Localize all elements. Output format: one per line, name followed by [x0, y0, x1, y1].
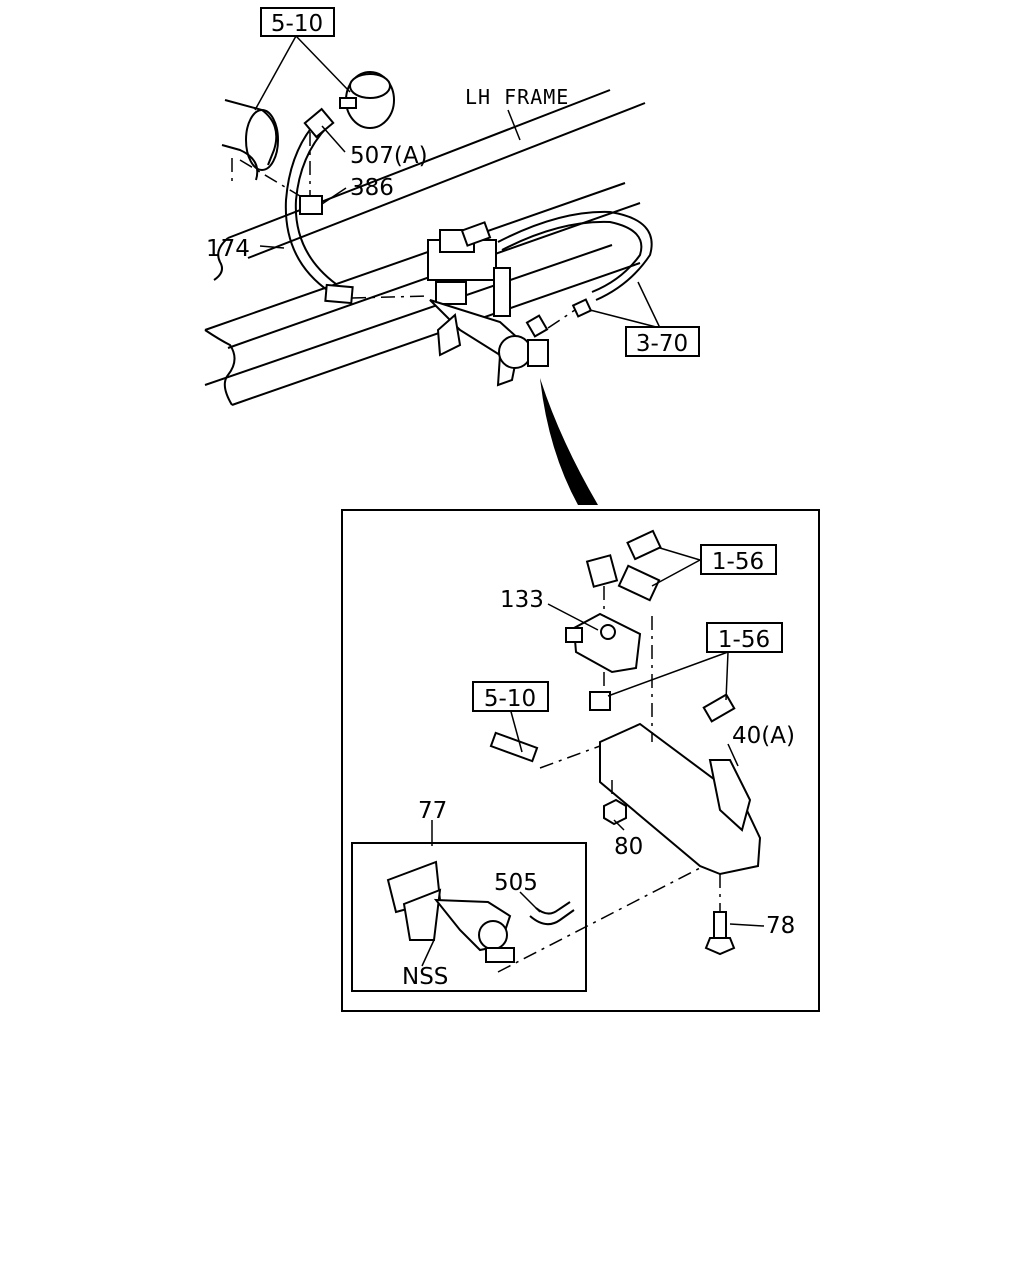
fitting-middle [589, 691, 736, 723]
ref-box-5-10-detail[interactable]: 5-10 [472, 681, 549, 712]
subassembly-77 [351, 842, 701, 992]
brake-chamber-top [339, 71, 395, 129]
upper-assembly-view: 5-10 3-70 LH FRAME 507(A) 386 174 [204, 7, 700, 505]
upper-leaders [254, 35, 661, 329]
ref-box-3-70-label: 3-70 [636, 331, 688, 357]
hose-174 [284, 107, 431, 305]
clip-386 [299, 132, 323, 215]
valve-assembly [427, 221, 549, 387]
bracket-40a [599, 616, 762, 876]
part-label-174: 174 [206, 236, 250, 262]
part-label-nss: NSS [402, 964, 448, 990]
ref-box-1-56-middle-label: 1-56 [718, 627, 770, 653]
part-label-133: 133 [500, 587, 544, 613]
part-label-77: 77 [418, 798, 447, 824]
cross-member [221, 99, 301, 197]
part-label-78: 78 [766, 913, 795, 939]
ref-box-5-10-top[interactable]: 5-10 [260, 7, 335, 37]
part-label-80: 80 [614, 834, 643, 860]
ref-box-1-56-upper-label: 1-56 [712, 549, 764, 575]
part-label-505: 505 [494, 870, 538, 896]
detail-view: 1-56 1-56 5-10 133 40(A) 80 78 77 505 NS… [341, 509, 820, 1012]
ref-box-1-56-upper[interactable]: 1-56 [700, 544, 777, 575]
part-label-386: 386 [350, 175, 394, 201]
ref-box-3-70[interactable]: 3-70 [625, 326, 700, 357]
part-label-40a: 40(A) [732, 723, 795, 749]
lh-frame-label: LH FRAME [465, 85, 569, 109]
ref-box-1-56-middle[interactable]: 1-56 [706, 622, 783, 653]
bolt-78 [704, 874, 736, 956]
elbow-fittings [585, 529, 662, 620]
pipe-3-70 [497, 210, 653, 329]
nut-80 [603, 780, 627, 826]
fitting-5-10-left [489, 731, 601, 769]
ref-box-5-10-detail-label: 5-10 [484, 686, 536, 712]
valve-133 [565, 612, 642, 690]
part-label-507a: 507(A) [350, 143, 428, 169]
detail-callout-arrow [540, 378, 598, 505]
lh-frame-rail [204, 89, 646, 406]
detail-leaders [421, 547, 765, 967]
ref-box-5-10-top-label: 5-10 [271, 11, 323, 37]
